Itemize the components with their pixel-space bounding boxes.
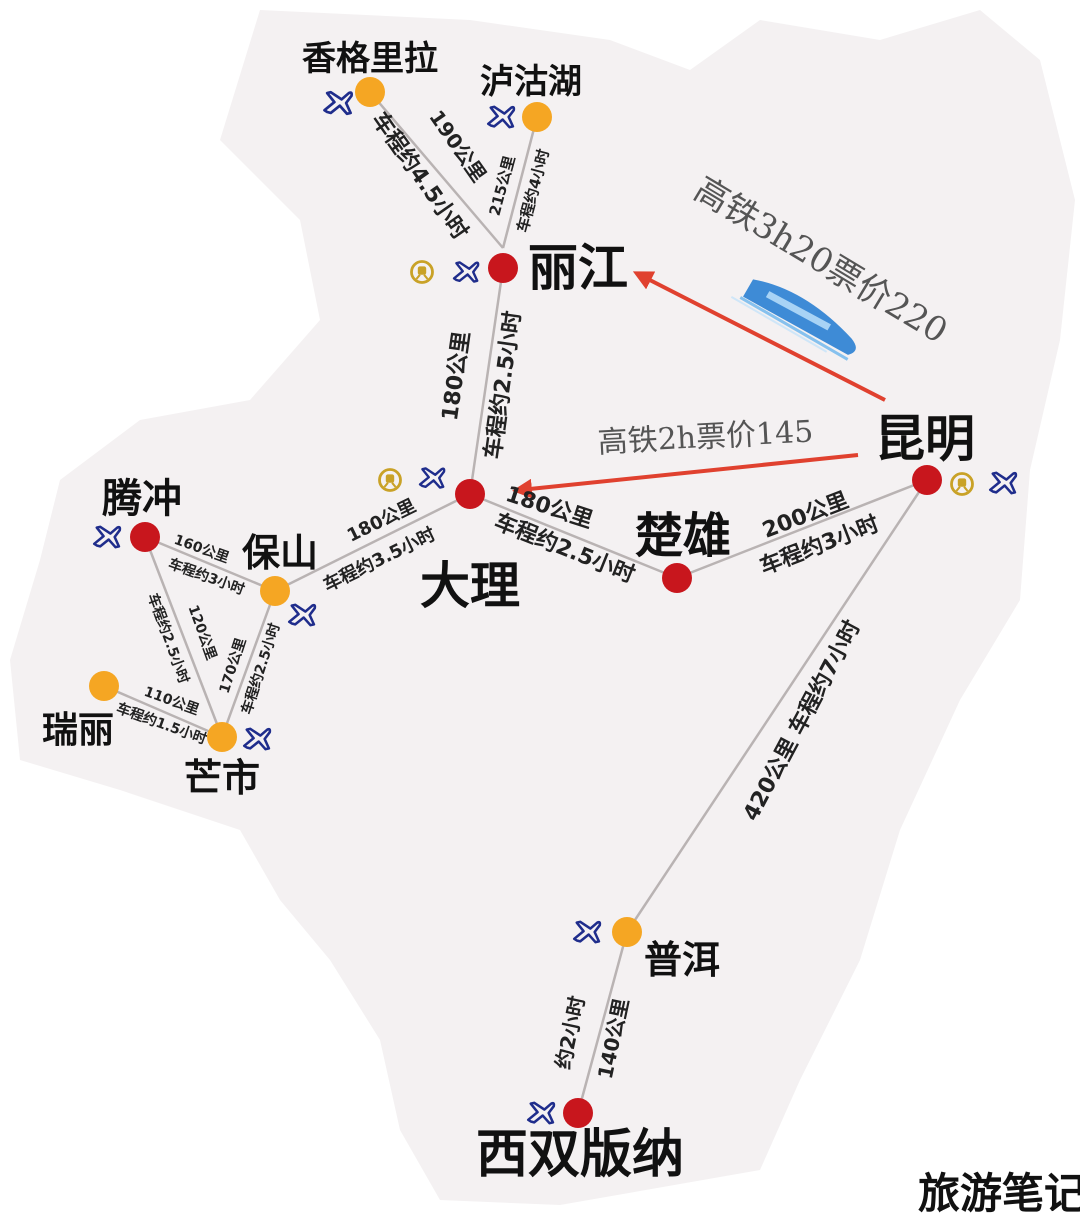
route-shangrila-lijiang	[369, 91, 504, 249]
watermark: 旅游笔记	[918, 1169, 1080, 1215]
marker-chuxiong[interactable]	[662, 563, 692, 593]
route-ruili-mangshi	[103, 684, 223, 739]
city-labels: 香格里拉 泸沽湖 丽江 昆明 大理 楚雄 腾冲 保山 瑞丽 芒市 普洱 西双版纳	[42, 39, 975, 1185]
city-label-tengchong: 腾冲	[102, 476, 182, 522]
rail-routes	[512, 271, 886, 499]
marker-lijiang[interactable]	[488, 253, 518, 283]
city-label-puer: 普洱	[644, 938, 720, 982]
marker-shangrila[interactable]	[355, 77, 385, 107]
marker-kunming[interactable]	[912, 465, 942, 495]
marker-puer[interactable]	[612, 917, 642, 947]
marker-tengchong[interactable]	[130, 522, 160, 552]
city-label-baoshan: 保山	[242, 531, 318, 575]
city-markers	[89, 77, 942, 1128]
city-label-mangshi: 芒市	[184, 756, 260, 800]
marker-lugu-lake[interactable]	[522, 102, 552, 132]
city-label-lugu-lake: 泸沽湖	[480, 62, 582, 102]
city-label-xishuangbanna: 西双版纳	[476, 1125, 684, 1185]
route-tengchong-baoshan	[144, 535, 276, 593]
bullet-train-icon	[730, 279, 856, 361]
route-chuxiong-kunming	[676, 478, 928, 580]
route-baoshan-mangshi	[220, 590, 277, 738]
route-lugu-lijiang	[501, 116, 539, 249]
marker-baoshan[interactable]	[260, 576, 290, 606]
route-tengchong-mangshi	[143, 536, 224, 738]
city-label-lijiang: 丽江	[528, 239, 628, 297]
marker-dali[interactable]	[455, 479, 485, 509]
rail-arrow-kunming-lijiang	[632, 271, 886, 402]
marker-ruili[interactable]	[89, 671, 119, 701]
city-label-chuxiong: 楚雄	[635, 508, 731, 564]
route-lijiang-dali	[468, 267, 505, 495]
city-label-shangrila: 香格里拉	[302, 39, 438, 79]
route-puer-banna	[576, 931, 629, 1114]
rail-arrow-kunming-dali	[512, 453, 859, 499]
route-kunming-puer	[625, 479, 929, 933]
road-routes	[103, 91, 929, 1114]
city-label-kunming: 昆明	[875, 410, 975, 468]
marker-xishuangbanna[interactable]	[563, 1098, 593, 1128]
route-dali-chuxiong	[469, 492, 678, 580]
city-label-ruili: 瑞丽	[42, 710, 114, 751]
route-dali-baoshan	[274, 492, 471, 593]
marker-mangshi[interactable]	[207, 722, 237, 752]
city-label-dali: 大理	[420, 557, 520, 615]
